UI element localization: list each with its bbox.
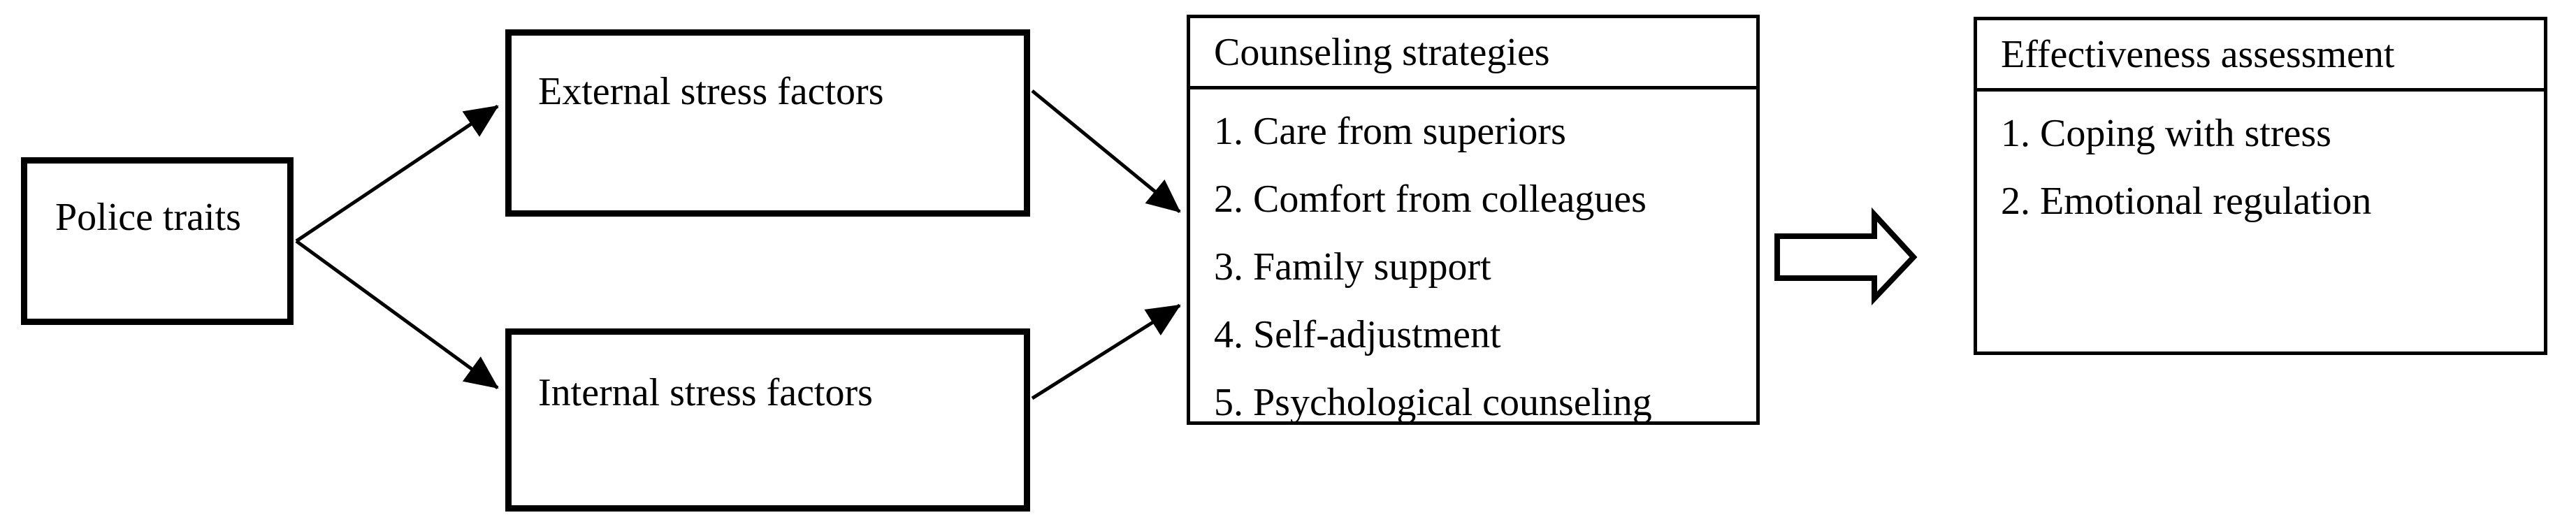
effectiveness-assessment-box: Effectiveness assessment 1. Coping with … xyxy=(1974,17,2547,355)
external-to-counseling-arrow-icon xyxy=(1031,89,1181,213)
police-traits-label: Police traits xyxy=(55,196,241,239)
list-item: 5. Psychological counseling xyxy=(1214,381,1652,424)
effectiveness-assessment-list: 1. Coping with stress 2. Emotional regul… xyxy=(1977,92,2544,235)
counseling-strategies-box: Counseling strategies 1. Care from super… xyxy=(1187,15,1760,425)
internal-stress-factors-box: Internal stress factors xyxy=(505,328,1030,512)
police-to-internal-arrow-icon xyxy=(295,239,499,390)
list-item: 3. Family support xyxy=(1214,245,1491,289)
list-item: 1. Care from superiors xyxy=(1214,110,1566,153)
counseling-strategies-title: Counseling strategies xyxy=(1190,18,1756,89)
counseling-strategies-list: 1. Care from superiors 2. Comfort from c… xyxy=(1190,89,1756,437)
police-to-external-arrow-icon xyxy=(295,104,499,243)
flow-block-arrow-icon xyxy=(1774,207,1918,306)
list-item: 2. Comfort from colleagues xyxy=(1214,177,1647,221)
list-item: 4. Self-adjustment xyxy=(1214,313,1501,356)
external-stress-factors-label: External stress factors xyxy=(538,70,884,113)
police-traits-box: Police traits xyxy=(21,157,294,325)
effectiveness-assessment-title: Effectiveness assessment xyxy=(1977,20,2544,92)
list-item: 2. Emotional regulation xyxy=(2001,180,2372,223)
internal-to-counseling-arrow-icon xyxy=(1031,303,1181,400)
list-item: 1. Coping with stress xyxy=(2001,112,2331,155)
internal-stress-factors-label: Internal stress factors xyxy=(538,371,873,414)
external-stress-factors-box: External stress factors xyxy=(505,29,1030,217)
